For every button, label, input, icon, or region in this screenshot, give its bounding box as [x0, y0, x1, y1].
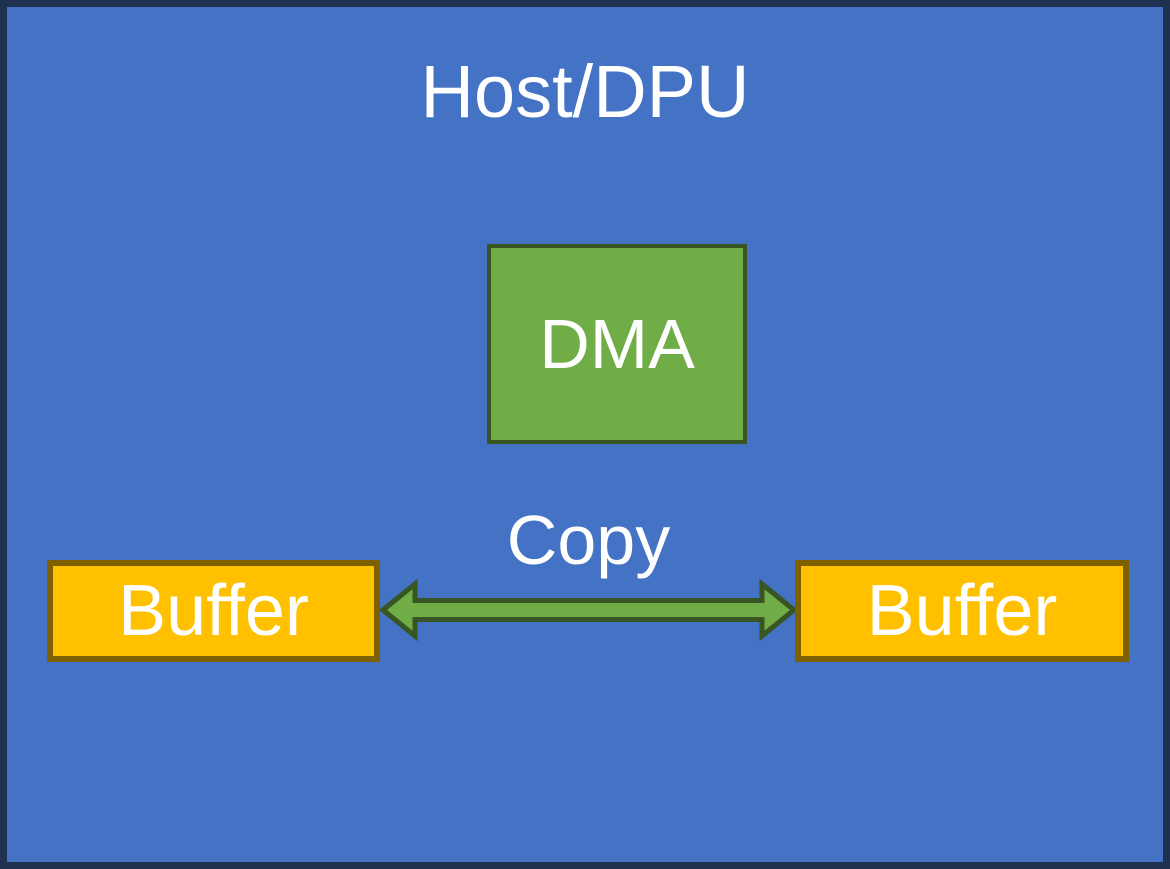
buffer-left-label: Buffer — [118, 571, 309, 651]
dma-box-label: DMA — [539, 305, 695, 383]
dma-box: DMA — [487, 244, 747, 444]
buffer-box-right: Buffer — [795, 560, 1129, 662]
buffer-right-label: Buffer — [866, 571, 1058, 651]
buffer-box-left: Buffer — [47, 560, 380, 662]
copy-arrow-label: Copy — [506, 501, 671, 579]
double-headed-arrow-icon — [379, 578, 798, 642]
diagram-title: Host/DPU — [420, 50, 750, 133]
